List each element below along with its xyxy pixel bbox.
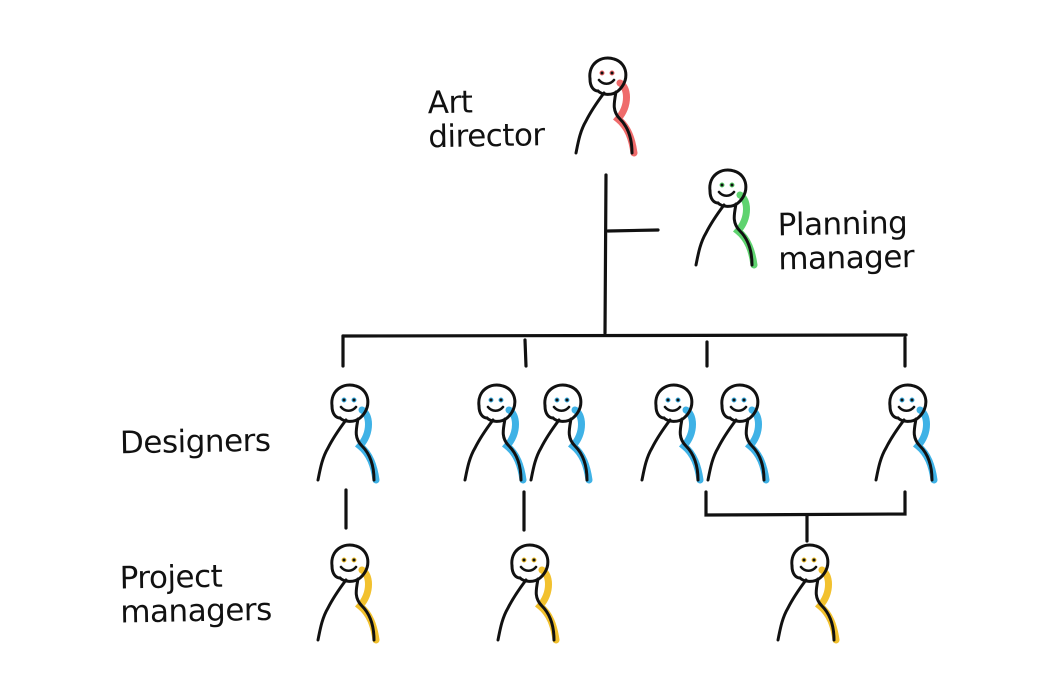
- connector-drop-2: [523, 338, 528, 368]
- label-project-managers: Project managers: [119, 558, 290, 631]
- label-planning-manager-line2: manager: [777, 239, 915, 278]
- person-project-manager-2: [498, 545, 556, 640]
- person-planning-manager: [696, 170, 754, 265]
- label-designers: Designers: [119, 422, 271, 462]
- label-project-managers-line2: managers: [119, 591, 273, 631]
- label-art-director-line1: Art: [427, 84, 473, 122]
- person-designer-3: [531, 385, 589, 480]
- connector-planning-branch: [606, 228, 660, 233]
- person-designer-1: [318, 385, 376, 480]
- person-art-director: [576, 58, 634, 153]
- connector-bracket: [704, 490, 907, 517]
- connector-director-trunk: [603, 173, 608, 335]
- person-designer-6: [876, 385, 934, 480]
- person-project-manager-3: [778, 545, 836, 640]
- connector-designers-bar: [341, 333, 908, 338]
- label-art-director-line2: director: [427, 117, 545, 156]
- person-designer-5: [708, 385, 766, 480]
- person-project-manager-1: [318, 545, 376, 640]
- label-project-managers-line1: Project: [119, 558, 223, 597]
- label-art-director: Art director: [427, 84, 568, 156]
- label-planning-manager-line1: Planning: [777, 205, 908, 244]
- person-designer-2: [465, 385, 523, 480]
- person-designer-4: [642, 385, 700, 480]
- label-planning-manager: Planning manager: [777, 205, 938, 278]
- connector-lines: [341, 173, 908, 543]
